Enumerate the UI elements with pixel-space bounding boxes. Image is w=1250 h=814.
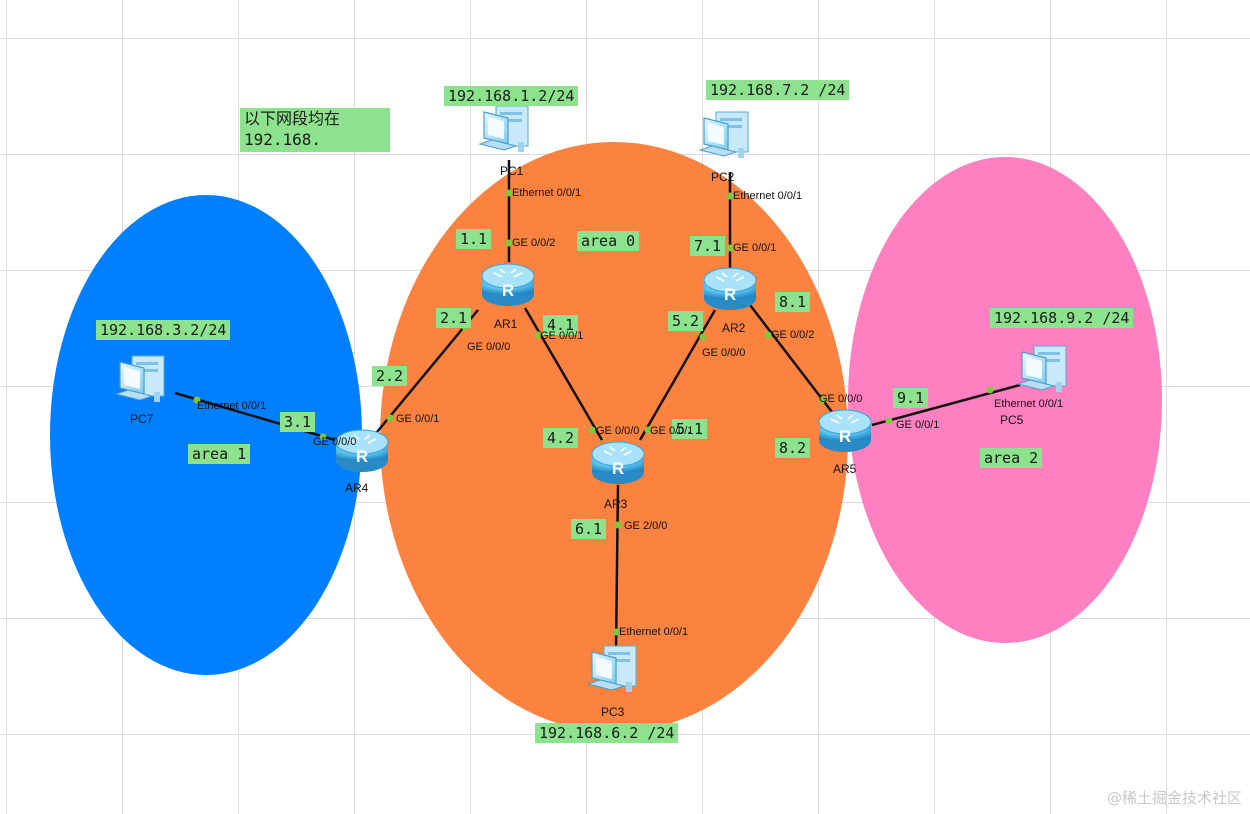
port-label: GE 0/0/0 [702,347,746,359]
area-2-region [848,157,1162,643]
pc-icon [699,111,749,159]
ar1-name: AR1 [494,317,518,331]
port-label: GE 0/0/1 [650,425,694,437]
port-dot [534,331,542,339]
link-ar1-ar3 [523,307,604,441]
port-label: GE 0/0/1 [896,419,940,431]
port-dot [726,192,734,200]
router-icon [703,267,757,311]
area-1-label: area 1 [188,444,251,464]
port-dot [644,426,652,434]
port-label: GE 0/0/0 [596,425,640,437]
port-dot [885,417,893,425]
area-1-region [50,195,362,675]
router-icon [481,263,535,307]
area-2-label: area 2 [980,448,1043,468]
ip-label-2-2: 2.2 [372,366,408,386]
port-dot [818,396,826,404]
port-dot [614,521,622,529]
port-dot [386,414,394,422]
pc-icon [587,645,637,693]
ip-label-9-1: 9.1 [893,388,929,408]
port-label: Ethernet 0/0/1 [619,626,689,638]
port-label: GE 0/0/1 [540,330,584,342]
ip-label-5-2: 5.2 [668,311,704,331]
pc-icon [479,105,529,153]
link-ar4-pc7 [174,391,336,442]
port-label: GE 0/0/0 [313,436,357,448]
ip-label-6-1: 6.1 [571,519,607,539]
port-dot [764,331,772,339]
ar2-name: AR2 [722,321,746,335]
ip-label-7-1: 7.1 [690,236,726,256]
pc3-name: PC3 [601,705,625,719]
ip-label-2-1: 2.1 [436,308,472,328]
subnet-note-line2: 192.168. [244,130,322,149]
router-icon [591,441,645,485]
port-label: Ethernet 0/0/1 [994,398,1064,410]
pc-icon [115,355,165,403]
area-0-label: area 0 [577,231,640,251]
port-label: GE 0/0/2 [512,237,556,249]
port-label: GE 0/0/2 [771,329,815,341]
port-label: GE 0/0/0 [467,341,511,353]
port-dot [319,433,327,441]
router-icon [818,409,872,453]
port-label: Ethernet 0/0/1 [512,187,582,199]
ip-label-5-1: 5.1 [672,419,708,439]
port-label: GE 0/0/1 [396,413,440,425]
pc1-name: PC1 [500,164,524,178]
port-label: Ethernet 0/0/1 [733,190,803,202]
ip-label-4-1: 4.1 [543,315,579,335]
port-dot [193,396,201,404]
ar4-name: AR4 [345,481,369,495]
ip-label-8-1: 8.1 [775,292,811,312]
pc3-subnet-label: 192.168.6.2 /24 [535,723,679,743]
pc1-subnet-label: 192.168.1.2/24 [444,86,579,106]
port-dot [505,239,513,247]
ip-label-8-2: 8.2 [775,438,811,458]
port-dot [726,244,734,252]
port-dot [986,386,994,394]
ip-label-1-1: 1.1 [456,229,492,249]
subnet-note-line1: 以下网段均在 [244,109,341,128]
ip-label-3-1: 3.1 [280,412,316,432]
pc5-name: PC5 [1000,413,1024,427]
subnet-note: 以下网段均在 192.168. [240,108,390,152]
port-dot [505,189,513,197]
link-ar5-pc5 [871,383,1021,427]
pc-icon [1017,345,1067,393]
watermark: @稀土掘金技术社区 [1106,789,1242,807]
port-dot [699,333,707,341]
port-label: GE 0/0/1 [733,242,777,254]
pc5-subnet-label: 192.168.9.2 /24 [990,308,1134,328]
link-ar1-ar4 [376,309,479,433]
ar3-name: AR3 [604,497,628,511]
link-ar3-pc3 [614,484,620,649]
ar5-name: AR5 [833,462,857,476]
link-ar2-ar5 [749,304,833,413]
port-label: GE 2/0/0 [624,520,668,532]
link-ar2-ar3 [638,309,717,441]
ip-label-4-2: 4.2 [543,428,579,448]
port-label: GE 0/0/0 [819,393,863,405]
pc7-subnet-label: 192.168.3.2/24 [96,320,231,340]
port-dot [588,426,596,434]
pc2-name: PC2 [711,170,735,184]
port-label: Ethernet 0/0/1 [197,400,267,412]
pc2-subnet-label: 192.168.7.2 /24 [706,80,850,100]
pc7-name: PC7 [130,412,154,426]
port-dot [612,628,620,636]
